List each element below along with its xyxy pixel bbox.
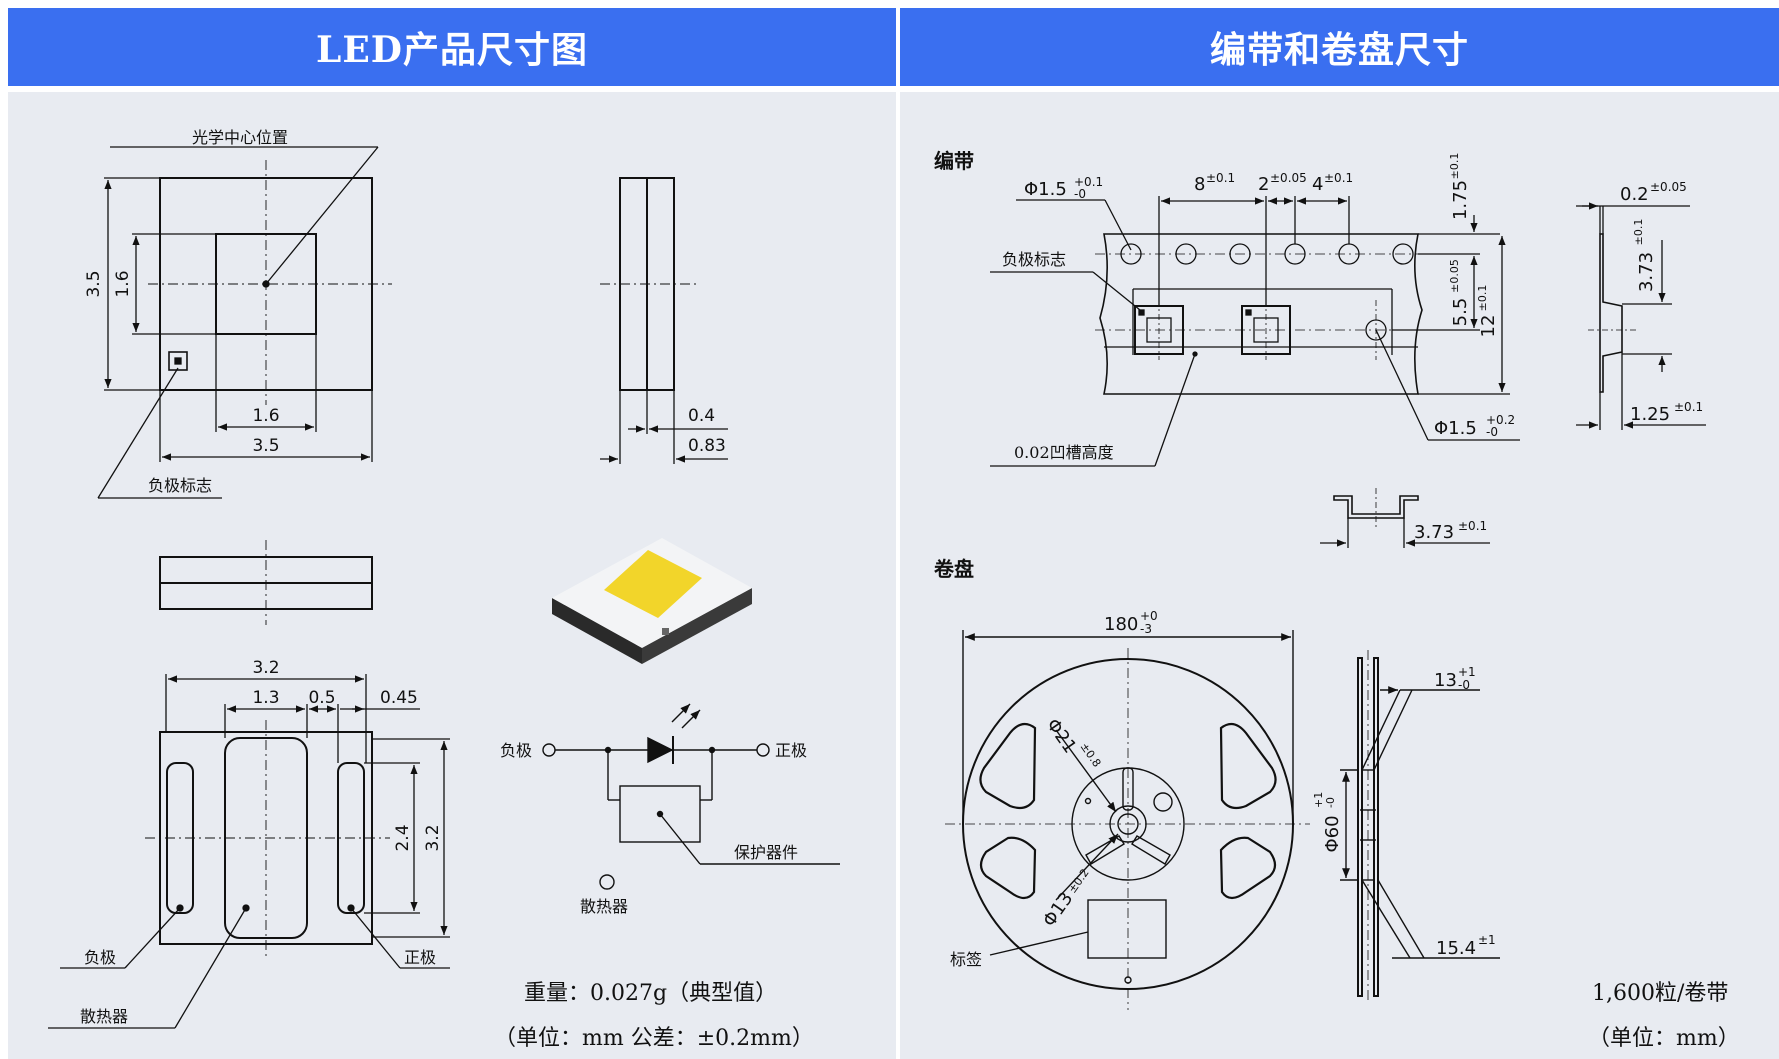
schematic-cathode-label: 负极	[500, 741, 532, 760]
dim-0-83: 0.83	[688, 436, 726, 456]
dim-0-4: 0.4	[688, 406, 715, 426]
hole-dia-tol-up: +0.1	[1074, 175, 1103, 189]
tape-cathode-mark-label: 负极标志	[1002, 250, 1066, 269]
schematic-anode-label: 正极	[775, 741, 807, 760]
dim-13-dn: -0	[1458, 678, 1470, 692]
dim-3-2-horizontal: 3.2	[252, 658, 279, 678]
dim-3-5-horizontal: 3.5	[252, 436, 279, 456]
schematic-heatsink-label: 散热器	[580, 897, 628, 916]
tape-reel-header: 编带和卷盘尺寸	[900, 8, 1779, 86]
unit-tolerance-note: （单位：mm 公差：±0.2mm）	[494, 1026, 814, 1051]
tape-cross-section	[1320, 488, 1490, 548]
dim-180-dn: -3	[1140, 622, 1152, 636]
reel-section-title: 卷盘	[934, 557, 974, 581]
reel-quantity-note: 1,600粒/卷带	[1592, 981, 1728, 1006]
hole2-dia-label: Φ1.5	[1434, 418, 1477, 439]
reel-side-view	[1340, 650, 1500, 1004]
pitch-8-tol: ±0.1	[1206, 171, 1235, 185]
dim-3-2-vertical: 3.2	[423, 824, 443, 851]
dim-5-5-label: 5.5	[1450, 298, 1471, 327]
dim-1-25-tol: ±0.1	[1674, 400, 1703, 414]
dim-0-5: 0.5	[308, 688, 335, 708]
circuit-schematic	[542, 703, 840, 890]
dim-12-tol: ±0.1	[1476, 285, 1489, 312]
dim-1-75-tol: ±0.1	[1448, 153, 1461, 180]
hole2-tol-up: +0.2	[1486, 413, 1515, 427]
dim-13-dia-tol: ±0.2	[1066, 866, 1092, 895]
led-top-view	[97, 146, 392, 499]
dim-13-label: 13	[1434, 670, 1457, 691]
pitch-2-label: 2	[1258, 174, 1269, 195]
dim-180-label: 180	[1104, 614, 1138, 635]
pitch-2-tol: ±0.05	[1270, 171, 1307, 185]
reel-unit-note: （单位：mm）	[1588, 1026, 1740, 1051]
bottom-cathode-label: 负极	[84, 948, 116, 967]
reel-front-view	[945, 630, 1310, 1010]
dim-13-dia-label: Φ13	[1039, 888, 1077, 930]
dim-1-25-label: 1.25	[1630, 404, 1670, 425]
led-side-view	[600, 177, 728, 464]
bottom-heatsink-label: 散热器	[80, 1007, 128, 1026]
bottom-anode-label: 正极	[404, 948, 436, 967]
groove-height-label: 0.02凹槽高度	[1014, 443, 1114, 462]
dim-1-3: 1.3	[252, 688, 279, 708]
dim-60-label: Φ60	[1322, 815, 1343, 852]
led-dimension-panel	[8, 92, 896, 1059]
dim-21-label: Φ21	[1042, 715, 1080, 757]
dim-3-73-horizontal: 3.73	[1414, 522, 1454, 543]
dim-1-75-label: 1.75	[1450, 180, 1471, 220]
led-bottom-view	[48, 674, 450, 1029]
dim-60-up: +1	[1312, 792, 1325, 808]
dim-5-5-tol: ±0.05	[1448, 259, 1461, 293]
optical-center-label: 光学中心位置	[192, 128, 288, 147]
dim-0-2-label: 0.2	[1620, 184, 1649, 205]
led-dimension-header: LED产品尺寸图	[8, 8, 896, 86]
dim-15-4-tol: ±1	[1478, 933, 1496, 947]
hole-dia-label: Φ1.5	[1024, 179, 1067, 200]
cathode-mark-label: 负极标志	[148, 476, 212, 495]
hole-dia-tol-dn: -0	[1074, 187, 1086, 201]
dim-1-6-vertical: 1.6	[113, 270, 133, 297]
reel-label-label: 标签	[950, 950, 982, 969]
weight-note: 重量：0.027g（典型值）	[524, 981, 777, 1006]
dim-1-6-horizontal: 1.6	[252, 406, 279, 426]
led-front-view	[159, 540, 373, 625]
dim-13-up: +1	[1458, 665, 1476, 679]
dim-2-4: 2.4	[393, 824, 413, 851]
led-product-image	[552, 538, 752, 664]
dim-60-dn: -0	[1324, 797, 1337, 808]
dim-3-73-horizontal-tol: ±0.1	[1458, 519, 1487, 533]
hole2-tol-dn: -0	[1486, 425, 1498, 439]
dim-0-2-tol: ±0.05	[1650, 180, 1687, 194]
dim-3-73-vertical-tol: ±0.1	[1632, 219, 1645, 246]
dim-15-4-label: 15.4	[1436, 938, 1476, 959]
carrier-tape-drawing	[990, 196, 1520, 467]
dim-12-label: 12	[1478, 315, 1499, 338]
dim-0-45: 0.45	[380, 688, 418, 708]
tape-section-title: 编带	[934, 149, 974, 173]
dim-3-73-vertical: 3.73	[1636, 252, 1657, 292]
protection-device-label: 保护器件	[734, 843, 798, 862]
tape-side-profile	[1576, 202, 1706, 430]
dim-3-5-vertical: 3.5	[84, 270, 104, 297]
dim-180-up: +0	[1140, 609, 1158, 623]
pitch-8-label: 8	[1194, 174, 1205, 195]
pitch-4-tol: ±0.1	[1324, 171, 1353, 185]
pitch-4-label: 4	[1312, 174, 1323, 195]
